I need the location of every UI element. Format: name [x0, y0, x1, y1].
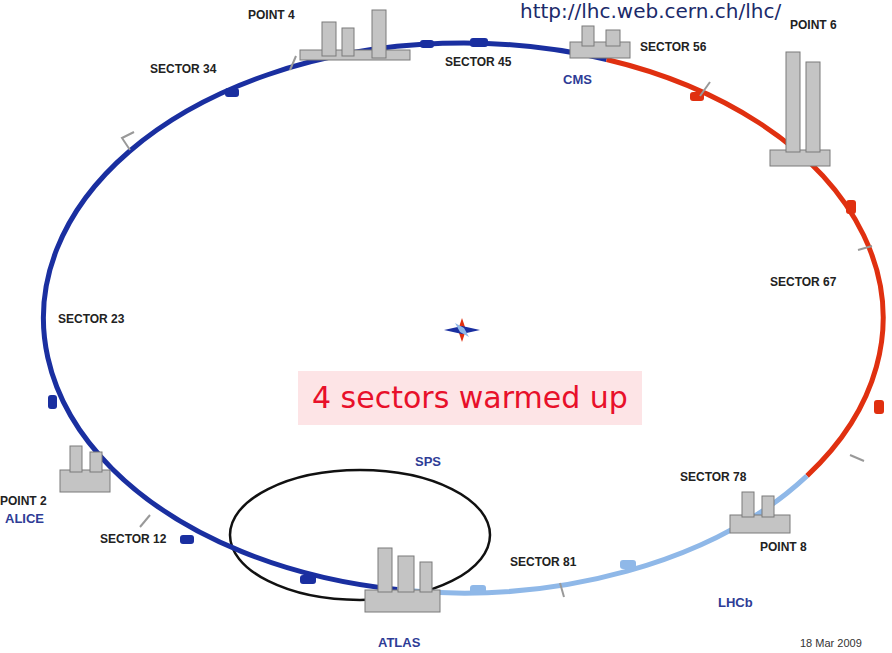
- experiment-name: CMS: [563, 73, 592, 87]
- date-stamp: 18 Mar 2009: [800, 636, 862, 650]
- magnet-blobs: [48, 38, 884, 594]
- ring-arc-red: [607, 60, 883, 476]
- sector-label: SECTOR 12: [100, 532, 166, 546]
- ring-arc-warm: [43, 43, 606, 590]
- experiment-name: ALICE: [5, 512, 44, 526]
- experiment-name: LHCb: [718, 596, 753, 610]
- sector-label: SECTOR 81: [510, 555, 576, 569]
- ring-arc-light: [397, 476, 807, 593]
- source-url: http://lhc.web.cern.ch/lhc/: [520, 0, 781, 22]
- sector-stubs: [122, 56, 872, 597]
- status-banner: 4 sectors warmed up: [298, 371, 642, 425]
- accelerator-name: SPS: [415, 455, 441, 469]
- point-label: POINT 4: [248, 8, 295, 22]
- banner-text: 4 sectors warmed up: [312, 380, 628, 416]
- sector-label: SECTOR 34: [150, 62, 216, 76]
- point-label: POINT 2: [0, 494, 47, 508]
- experiment-name: ATLAS: [378, 636, 420, 650]
- access-shafts: [60, 10, 830, 612]
- point-label: POINT 6: [790, 18, 837, 32]
- sector-label: SECTOR 23: [58, 312, 124, 326]
- sector-label: SECTOR 45: [445, 55, 511, 69]
- sps-ring: [230, 470, 490, 600]
- point-label: POINT 8: [760, 540, 807, 554]
- sector-label: SECTOR 56: [640, 40, 706, 54]
- compass-rose: [444, 318, 480, 342]
- sector-label: SECTOR 78: [680, 470, 746, 484]
- sector-label: SECTOR 67: [770, 275, 836, 289]
